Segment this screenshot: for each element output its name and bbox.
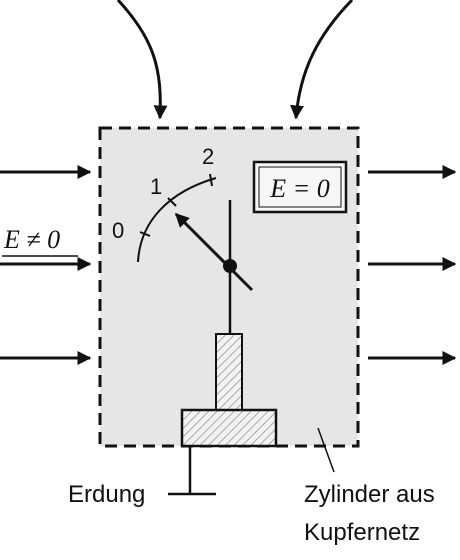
inside-field-box-inner	[258, 166, 342, 208]
scale-tick-2	[209, 173, 213, 187]
electroscope-scale-arc	[137, 177, 217, 263]
inside-field-box	[252, 160, 348, 214]
scale-label-1: 1	[150, 174, 162, 199]
top-left-field-arrow	[116, 0, 168, 120]
electroscope-pointer	[174, 212, 254, 292]
label-cage-line2: Kupfernetz	[304, 519, 420, 546]
electroscope-pivot	[223, 259, 237, 273]
label-field-inside: E = 0	[269, 174, 329, 203]
scale-label-2: 2	[202, 144, 214, 169]
cage-leader-line	[317, 427, 335, 473]
top-right-field-arrow	[290, 0, 354, 120]
label-field-outside-text: E ≠ 0	[3, 225, 60, 254]
scale-label-0: 0	[112, 218, 124, 243]
electroscope-base	[180, 408, 278, 448]
scale-tick-1	[167, 197, 177, 207]
label-grounding: Erdung	[68, 481, 145, 508]
insulator-column	[215, 333, 243, 411]
label-cage-line1: Zylinder aus	[304, 481, 435, 508]
scale-tick-0	[139, 231, 151, 237]
label-field-outside: E ≠ 0	[3, 225, 60, 254]
